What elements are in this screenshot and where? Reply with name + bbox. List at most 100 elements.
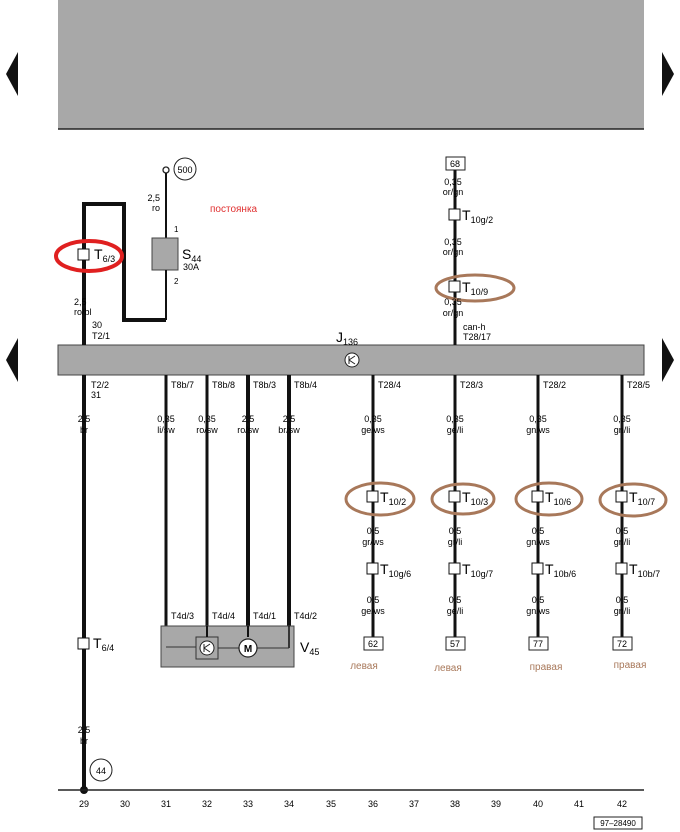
svg-text:T4d/2: T4d/2 bbox=[294, 611, 317, 621]
output-wire-40: T28/2 0,35 gn/ws T10/6 0,5 gn/ws T10b/6 … bbox=[514, 375, 584, 673]
svg-text:0,5: 0,5 bbox=[449, 595, 462, 605]
svg-text:gn/ws: gn/ws bbox=[526, 537, 550, 547]
svg-text:0,35: 0,35 bbox=[444, 237, 462, 247]
ruler-num: 37 bbox=[409, 799, 419, 809]
svg-text:ro/bl: ro/bl bbox=[74, 307, 92, 317]
svg-text:T10g/7: T10g/7 bbox=[462, 561, 493, 579]
svg-text:T8b/3: T8b/3 bbox=[253, 380, 276, 390]
svg-text:T10/6: T10/6 bbox=[545, 489, 571, 507]
ruler-num: 39 bbox=[491, 799, 501, 809]
fuse-wire-size: 2,5 bbox=[147, 193, 160, 203]
svg-text:0,35: 0,35 bbox=[364, 414, 382, 424]
svg-text:T4d/3: T4d/3 bbox=[171, 611, 194, 621]
svg-text:44: 44 bbox=[96, 766, 106, 776]
svg-text:gn/li: gn/li bbox=[614, 606, 631, 616]
svg-text:левая: левая bbox=[350, 661, 378, 672]
ruler-num: 30 bbox=[120, 799, 130, 809]
motor-v45: M V45 bbox=[160, 625, 319, 668]
highlight-t63 bbox=[54, 239, 124, 273]
svg-text:T10/7: T10/7 bbox=[629, 489, 655, 507]
highlight-t109 bbox=[434, 273, 516, 303]
svg-text:gn/li: gn/li bbox=[614, 537, 631, 547]
svg-text:T28/17: T28/17 bbox=[463, 332, 491, 342]
module-symbol-icon bbox=[344, 352, 360, 368]
svg-text:T2/1: T2/1 bbox=[92, 331, 110, 341]
svg-text:ge/ws: ge/ws bbox=[361, 425, 385, 435]
ruler-num: 32 bbox=[202, 799, 212, 809]
svg-text:0,5: 0,5 bbox=[532, 526, 545, 536]
conn-t63: T6/3 bbox=[94, 246, 115, 264]
svg-text:57: 57 bbox=[450, 639, 460, 649]
sensor-icon bbox=[199, 640, 215, 656]
next-arrow-icon[interactable] bbox=[660, 336, 676, 384]
svg-text:gn/li: gn/li bbox=[614, 425, 631, 435]
doc-id: 97–28490 bbox=[600, 819, 636, 828]
svg-text:li/sw: li/sw bbox=[157, 425, 175, 435]
svg-text:0,35: 0,35 bbox=[613, 414, 631, 424]
ruler-num: 34 bbox=[284, 799, 294, 809]
svg-text:T4d/1: T4d/1 bbox=[253, 611, 276, 621]
svg-text:0,5: 0,5 bbox=[616, 595, 629, 605]
ruler-num: 41 bbox=[574, 799, 584, 809]
ruler-num: 29 bbox=[79, 799, 89, 809]
svg-text:2: 2 bbox=[174, 277, 179, 286]
ruler-num: 35 bbox=[326, 799, 336, 809]
svg-text:0,35: 0,35 bbox=[444, 297, 462, 307]
svg-text:правая: правая bbox=[614, 660, 647, 671]
svg-text:0,35: 0,35 bbox=[198, 414, 216, 424]
svg-text:0,35: 0,35 bbox=[444, 177, 462, 187]
svg-text:2,5: 2,5 bbox=[283, 414, 296, 424]
fuse-ref: 500 bbox=[177, 165, 192, 175]
next-arrow-icon[interactable] bbox=[660, 50, 676, 98]
svg-text:T2/2: T2/2 bbox=[91, 380, 109, 390]
svg-text:T28/2: T28/2 bbox=[543, 380, 566, 390]
svg-text:T8b/7: T8b/7 bbox=[171, 380, 194, 390]
svg-text:T8b/4: T8b/4 bbox=[294, 380, 317, 390]
svg-text:T4d/4: T4d/4 bbox=[212, 611, 235, 621]
output-wire-36: T28/4 0,35 ge/ws T10/2 0,5 gr/ws T10g/6 … bbox=[344, 375, 416, 672]
ruler: 29 30 31 32 33 34 35 36 37 38 39 40 41 4… bbox=[79, 799, 627, 809]
svg-text:правая: правая bbox=[530, 662, 563, 673]
svg-text:T8b/8: T8b/8 bbox=[212, 380, 235, 390]
left-loop: T6/3 2,5 ro/bl 30 T2/1 bbox=[54, 202, 166, 345]
output-wire-38: T28/3 0,35 ge/li T10/3 0,5 gr/li T10g/7 … bbox=[430, 375, 496, 674]
ground-wire: T2/2 31 2,5 br T6/4 2,5 br 44 bbox=[77, 375, 114, 794]
motor-name: V45 bbox=[300, 639, 319, 657]
svg-text:ro/sw: ro/sw bbox=[237, 425, 259, 435]
svg-text:T10g/2: T10g/2 bbox=[462, 207, 493, 225]
header-area bbox=[58, 0, 644, 129]
svg-text:0,5: 0,5 bbox=[367, 526, 380, 536]
svg-text:or/gn: or/gn bbox=[443, 187, 464, 197]
ruler-num: 40 bbox=[533, 799, 543, 809]
svg-text:or/gn: or/gn bbox=[443, 308, 464, 318]
ruler-num: 31 bbox=[161, 799, 171, 809]
svg-text:0,5: 0,5 bbox=[616, 526, 629, 536]
svg-text:T10b/6: T10b/6 bbox=[545, 561, 576, 579]
prev-arrow-icon[interactable] bbox=[4, 336, 20, 384]
svg-text:T10g/6: T10g/6 bbox=[380, 561, 411, 579]
note-constant: постоянка bbox=[210, 204, 258, 215]
svg-text:0,5: 0,5 bbox=[449, 526, 462, 536]
svg-text:77: 77 bbox=[533, 639, 543, 649]
fuse-branch: 500 2,5 ro постоянка 1 S44 30A 2 bbox=[147, 157, 258, 320]
module-label: J136 bbox=[336, 329, 358, 347]
ruler-num: 42 bbox=[617, 799, 627, 809]
svg-text:2,5: 2,5 bbox=[242, 414, 255, 424]
ruler-num: 36 bbox=[368, 799, 378, 809]
fuse-name: S44 bbox=[182, 246, 201, 264]
ruler-num: 38 bbox=[450, 799, 460, 809]
motor-icon bbox=[238, 638, 258, 658]
svg-text:ge/ws: ge/ws bbox=[361, 606, 385, 616]
output-wire-42: T28/5 0,35 gn/li T10/7 0,5 gn/li T10b/7 … bbox=[598, 375, 668, 671]
svg-text:31: 31 bbox=[91, 390, 101, 400]
prev-arrow-icon[interactable] bbox=[4, 50, 20, 98]
svg-text:левая: левая bbox=[434, 663, 462, 674]
svg-text:br: br bbox=[80, 425, 88, 435]
svg-text:1: 1 bbox=[174, 225, 179, 234]
motor-wires: T8b/7 T8b/8 T8b/3 T8b/4 0,35 li/sw 0,35 … bbox=[157, 375, 317, 626]
svg-text:ro/sw: ro/sw bbox=[196, 425, 218, 435]
fuse-body bbox=[151, 237, 179, 271]
svg-text:T6/4: T6/4 bbox=[93, 635, 114, 653]
svg-text:M: M bbox=[244, 644, 252, 655]
